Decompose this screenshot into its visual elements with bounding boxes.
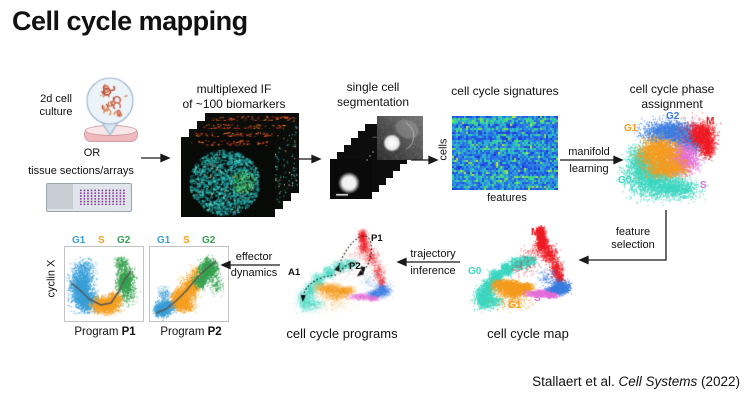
p1-label-g1: G1 xyxy=(72,235,86,246)
or-label: OR xyxy=(83,147,101,159)
program-p1-scatter xyxy=(65,247,143,321)
manifold-label-bottom: learning xyxy=(569,163,609,175)
cell-frame-front xyxy=(330,159,372,199)
trajectory-label-top: trajectory xyxy=(410,248,456,260)
if-image-front xyxy=(181,137,275,217)
cell-culture-icon xyxy=(84,76,136,138)
phase-label-g2: G2 xyxy=(666,111,680,122)
p2-label-s: S xyxy=(183,235,190,246)
map-label-g1: G1 xyxy=(508,300,522,311)
p2-label-g2: G2 xyxy=(202,235,216,246)
map-label-g2: G2 xyxy=(558,283,572,294)
citation: Stallaert et al. Cell Systems (2022) xyxy=(430,374,740,389)
citation-year: (2022) xyxy=(697,374,740,389)
program-p1-caption: Program P1 xyxy=(74,326,136,338)
phase-assignment-umap xyxy=(614,106,726,206)
program-p2-plot xyxy=(149,246,229,322)
program-p2-caption: Program P2 xyxy=(160,326,222,338)
culture-label: 2d cell culture xyxy=(39,93,73,119)
arrow-input-to-if xyxy=(141,153,171,163)
effector-label-bottom: dynamics xyxy=(230,267,278,279)
effector-label-top: effector xyxy=(235,251,273,263)
heatmap-y-label: cells xyxy=(437,138,450,161)
map-caption: cell cycle map xyxy=(487,326,569,341)
cell-cycle-programs-plot xyxy=(288,224,398,319)
p1-label-g2: G2 xyxy=(117,235,131,246)
signatures-title: cell cycle signatures xyxy=(451,84,559,98)
manifold-label-top: manifold xyxy=(568,146,610,158)
program-p1-plot xyxy=(64,246,144,322)
tissue-label: tissue sections/arrays xyxy=(28,165,134,177)
phase-label-s: S xyxy=(700,180,707,191)
citation-authors: Stallaert et al. xyxy=(532,374,619,389)
segmentation-step-label: single cell segmentation xyxy=(336,80,410,109)
program-p2-scatter xyxy=(150,247,228,321)
programs-caption: cell cycle programs xyxy=(286,326,398,341)
citation-journal: Cell Systems xyxy=(618,374,698,389)
cyclin-axis-label: cyclin X xyxy=(45,259,58,298)
map-label-m: M xyxy=(531,227,540,238)
segmented-cell-detail xyxy=(377,116,423,160)
map-label-g0: G0 xyxy=(468,266,482,277)
feature-selection-label: feature selection xyxy=(611,226,655,252)
signatures-heatmap xyxy=(452,116,558,190)
program-annotation-p2: P2 xyxy=(349,261,361,272)
page-title: Cell cycle mapping xyxy=(12,6,248,36)
program-annotation-a1: A1 xyxy=(288,267,301,278)
phase-label-g0: G0 xyxy=(618,175,632,186)
trajectory-label-bottom: inference xyxy=(410,265,456,277)
p1-label-s: S xyxy=(98,235,105,246)
p2-label-g1: G1 xyxy=(157,235,171,246)
tissue-array-dots xyxy=(79,189,126,205)
if-step-label: multiplexed IF of ~100 biomarkers xyxy=(182,82,286,111)
cell-cycle-map-plot xyxy=(466,221,584,317)
map-label-s: S xyxy=(534,293,541,304)
tissue-slide-label-area xyxy=(47,184,73,209)
phase-label-g1: G1 xyxy=(624,123,638,134)
arrow-if-to-segmentation xyxy=(297,154,322,164)
phase-label-m: M xyxy=(706,116,715,127)
program-annotation-p1: P1 xyxy=(371,233,383,244)
heatmap-x-label: features xyxy=(487,192,527,204)
